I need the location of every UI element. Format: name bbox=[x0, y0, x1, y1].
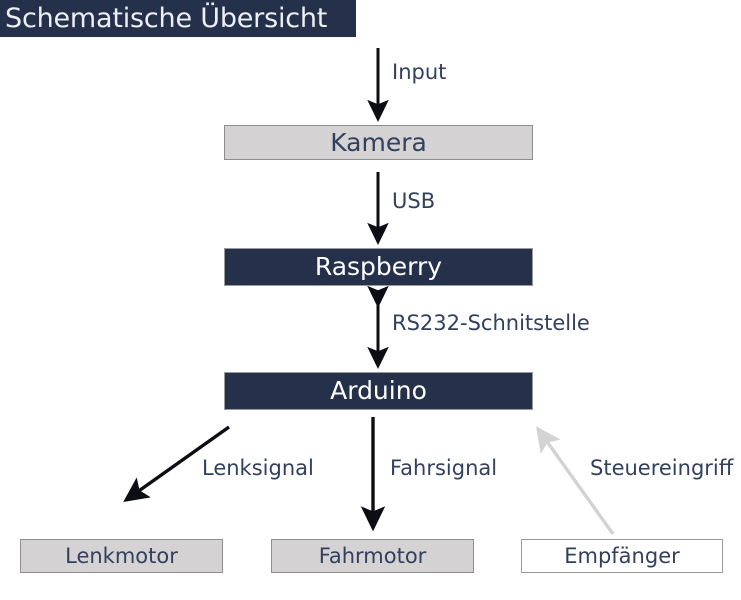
edge-label-rs232: RS232-Schnitstelle bbox=[392, 311, 590, 335]
edge-label-usb: USB bbox=[392, 189, 436, 213]
node-empfaenger-label: Empfänger bbox=[564, 544, 680, 568]
node-fahrmotor: Fahrmotor bbox=[271, 539, 474, 573]
page-title: Schematische Übersicht bbox=[5, 2, 328, 34]
arrow-steuereingriff bbox=[536, 426, 615, 535]
node-kamera: Kamera bbox=[224, 125, 533, 160]
node-empfaenger: Empfänger bbox=[521, 539, 723, 573]
edge-label-steuereingriff: Steuereingriff bbox=[590, 456, 734, 480]
node-raspberry-label: Raspberry bbox=[314, 252, 443, 281]
edge-label-lenksignal: Lenksignal bbox=[202, 456, 314, 480]
node-raspberry: Raspberry bbox=[224, 248, 533, 286]
node-lenkmotor-label: Lenkmotor bbox=[65, 544, 178, 568]
edge-label-fahrsignal: Fahrsignal bbox=[390, 456, 498, 480]
page-title-banner: Schematische Übersicht bbox=[0, 0, 356, 37]
node-kamera-label: Kamera bbox=[330, 127, 427, 157]
node-arduino: Arduino bbox=[224, 372, 533, 410]
node-lenkmotor: Lenkmotor bbox=[20, 539, 223, 573]
node-arduino-label: Arduino bbox=[330, 376, 427, 405]
edge-label-input: Input bbox=[392, 60, 447, 84]
node-fahrmotor-label: Fahrmotor bbox=[318, 544, 427, 568]
